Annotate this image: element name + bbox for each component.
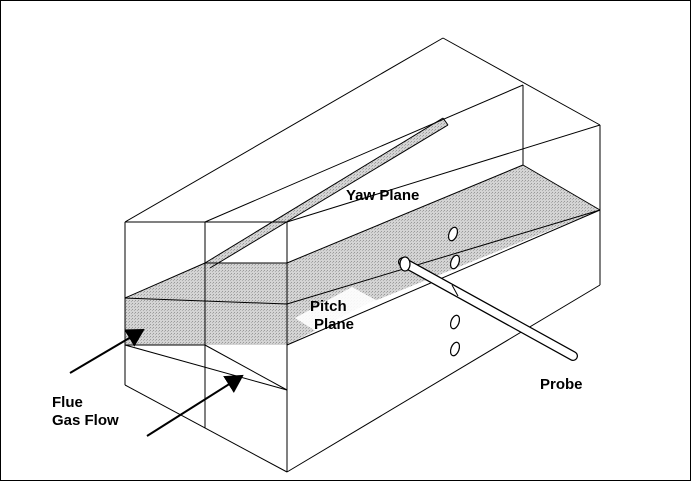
flow-arrow-icon <box>146 374 244 437</box>
duct-outline <box>124 37 601 473</box>
flow-arrow-icon <box>69 328 145 374</box>
probe-label: Probe <box>540 376 583 393</box>
yaw-plane-surface <box>205 118 448 268</box>
flue-gas-flow-label-line1: Flue <box>52 394 83 411</box>
flow-arrows <box>69 328 244 437</box>
pitch-plane-label-line2: Plane <box>314 316 355 333</box>
pitch-plane-surface <box>125 165 600 345</box>
port-icon <box>447 226 459 242</box>
probe-ports <box>447 226 461 357</box>
probe-rod <box>398 256 578 361</box>
flue-gas-flow-label-line2: Gas Flow <box>52 412 119 429</box>
pitch-highlight <box>295 287 385 340</box>
port-icon <box>449 254 461 270</box>
port-icon <box>449 314 461 330</box>
yaw-plane-label: Yaw Plane <box>346 187 420 204</box>
pitch-plane-label-line1: Pitch <box>310 298 347 315</box>
yaw-plane-band <box>287 165 523 268</box>
port-icon <box>449 341 461 357</box>
probe-tip-icon <box>399 256 411 272</box>
pitch-plane-left-section <box>125 263 205 345</box>
